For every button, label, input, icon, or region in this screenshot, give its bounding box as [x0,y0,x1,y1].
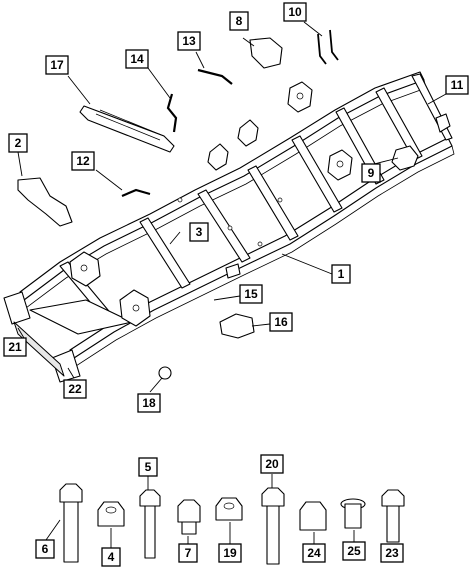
callout-11: 11 [445,75,469,95]
part-18-plug [158,366,172,380]
svg-text:20: 20 [265,457,279,471]
callout-24: 24 [302,543,326,563]
callout-18: 18 [137,393,161,413]
callout-15: 15 [239,284,263,304]
svg-text:4: 4 [108,550,115,564]
svg-text:22: 22 [68,382,82,396]
svg-text:13: 13 [182,34,196,48]
svg-text:17: 17 [50,58,64,72]
svg-text:3: 3 [196,225,203,239]
svg-text:25: 25 [347,544,361,558]
svg-text:21: 21 [8,340,22,354]
callout-8: 8 [229,11,249,31]
callout-19: 19 [218,543,242,563]
callout-2: 2 [8,133,28,153]
svg-text:24: 24 [307,546,321,560]
callout-4: 4 [101,547,121,567]
part-15-mount [225,263,241,279]
callout-20: 20 [260,454,284,474]
callout-1: 1 [331,264,351,284]
frame-assembly [3,71,455,383]
callout-9: 9 [361,163,381,183]
svg-text:23: 23 [385,546,399,560]
callout-25: 25 [342,541,366,561]
svg-text:1: 1 [338,267,345,281]
callout-7: 7 [178,543,198,563]
part-8-bracket [249,37,283,69]
part-24-nut [299,501,327,531]
part-14-rod [166,93,178,133]
svg-text:6: 6 [42,542,49,556]
svg-text:2: 2 [15,136,22,150]
svg-text:15: 15 [244,287,258,301]
callout-21: 21 [3,337,27,357]
svg-text:8: 8 [236,14,243,28]
callout-12: 12 [71,151,95,171]
callout-22: 22 [63,379,87,399]
part-11-hook [435,113,451,133]
svg-text:11: 11 [451,78,464,92]
part-13-brace [197,68,233,85]
part-9-bracket [391,145,419,171]
svg-text:18: 18 [142,396,156,410]
callout-13: 13 [177,31,201,51]
callout-17: 17 [45,55,69,75]
callout-3: 3 [189,222,209,242]
part-5-bolt [139,489,161,559]
part-23-bolt [381,489,405,543]
svg-text:12: 12 [76,154,90,168]
svg-text:9: 9 [368,166,375,180]
part-17-crossmember [79,105,175,153]
svg-text:16: 16 [274,315,288,329]
part-20-bolt [261,487,285,565]
svg-text:10: 10 [288,5,302,19]
part-2-bracket [17,177,73,227]
part-19-nut [215,497,243,521]
callout-14: 14 [125,49,149,69]
callout-5: 5 [138,457,158,477]
part-7-nut [177,499,201,535]
svg-text:7: 7 [185,546,192,560]
part-12-clip [121,188,151,198]
part-25-nut [340,498,366,529]
callout-23: 23 [380,543,404,563]
svg-text:5: 5 [145,460,152,474]
leader-lines [17,21,447,548]
callout-10: 10 [283,2,307,22]
svg-text:14: 14 [130,52,144,66]
callout-6: 6 [35,539,55,559]
part-16-plate [219,313,255,339]
part-4-nut [97,501,125,527]
svg-text:19: 19 [223,546,237,560]
part-10-strap [317,29,339,65]
callout-16: 16 [269,312,293,332]
part-6-bolt [59,483,83,563]
